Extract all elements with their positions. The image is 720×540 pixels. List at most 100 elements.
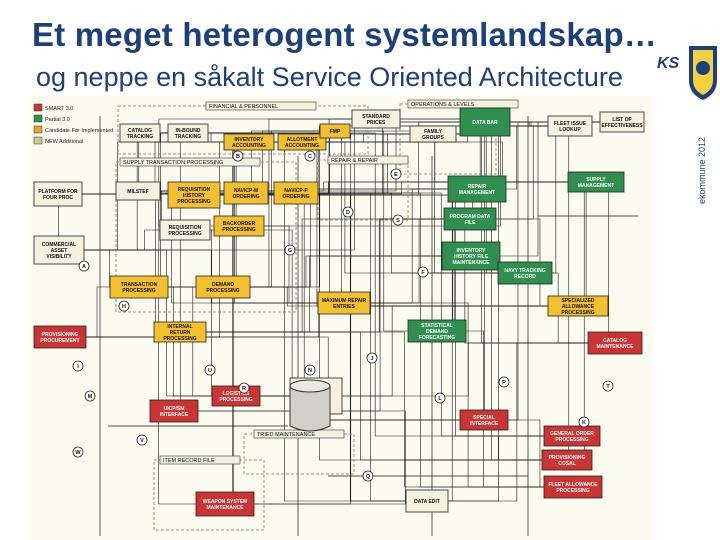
system-box-label: MILSTEF <box>127 189 148 195</box>
connector-marker <box>72 360 84 372</box>
connector-line <box>139 132 188 288</box>
connector-marker <box>232 150 244 162</box>
connector-marker <box>238 382 250 394</box>
logo-text: KS <box>657 55 680 72</box>
region-frame <box>243 433 355 475</box>
system-box: MILSTEF <box>115 181 161 201</box>
region-header <box>205 101 317 111</box>
database-cylinder-icon <box>289 379 331 432</box>
legend-label: SMART 3.0 <box>45 106 73 112</box>
connector-marker <box>136 434 148 446</box>
connector-line <box>470 125 570 220</box>
connector-marker-label: B <box>236 154 240 160</box>
connector-marker-label: P <box>502 380 506 386</box>
connector-marker <box>342 206 354 218</box>
connector-marker <box>204 364 216 376</box>
connector-marker <box>390 168 402 180</box>
connector-line <box>174 132 188 412</box>
connector-line <box>484 121 485 421</box>
connector-line <box>484 305 578 421</box>
connector-marker-label: Q <box>366 474 371 480</box>
legend-swatch <box>33 114 43 123</box>
ks-logo: KS <box>655 40 720 102</box>
connector-line <box>578 181 596 307</box>
connector-line <box>596 181 615 344</box>
connector-marker-label: I <box>77 364 79 370</box>
connector-line <box>223 255 471 288</box>
side-text: ekommune 2012 <box>697 136 707 204</box>
connector-line <box>188 132 427 502</box>
connector-marker-label: E <box>394 172 398 178</box>
connector-line <box>59 249 225 505</box>
region-label: ITEM RECORD FILE <box>163 458 215 464</box>
connector-marker <box>578 416 590 428</box>
connector-marker <box>498 376 510 388</box>
connector-marker <box>118 300 130 312</box>
connector-line <box>239 225 344 304</box>
connector-marker <box>417 266 429 278</box>
connector-marker <box>602 380 614 392</box>
connector-line <box>225 459 567 505</box>
connector-marker-label: L <box>438 396 442 402</box>
connector-marker-label: W <box>75 450 81 456</box>
connector-marker-label: D <box>346 210 350 216</box>
connector-line <box>249 141 525 274</box>
connector-line <box>58 193 344 304</box>
crest-icon <box>689 46 717 100</box>
connector-marker <box>84 390 96 402</box>
region-label: OPERATIONS & LEVELS <box>411 102 475 108</box>
connector-marker-label: T <box>606 384 610 390</box>
region-label: REPAIR & REPAIR <box>331 158 378 164</box>
legend-swatch <box>33 103 43 112</box>
connector-marker <box>366 352 378 364</box>
connector-marker-label: C <box>308 154 312 160</box>
connector-marker-label: F <box>421 270 425 276</box>
